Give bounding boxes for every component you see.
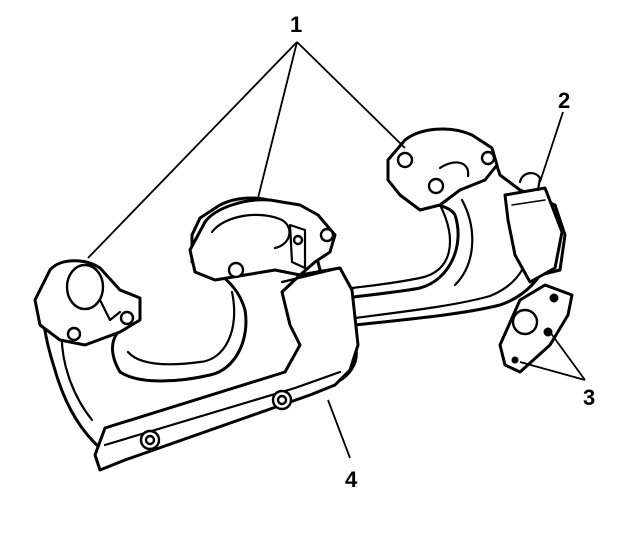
heat-shield-right: [503, 172, 564, 284]
log-inner-contour-right: [350, 203, 452, 290]
flange-bolt-hole-right-c: [427, 177, 445, 195]
outlet-flange: [498, 283, 574, 374]
shield-bolt-hole-b-inner: [276, 394, 288, 406]
heat-shield-front-fold: [103, 370, 342, 447]
leader-3-upper: [549, 331, 586, 381]
flange-bolt-hole-right-b: [480, 150, 496, 166]
heat-shield-front-top-edge: [280, 266, 342, 284]
callout-3: 3: [583, 385, 595, 410]
flange-bolt-hole-left-a: [66, 326, 82, 342]
center-lug: [288, 223, 307, 270]
stud-a: [543, 327, 553, 337]
leader-2: [539, 111, 564, 183]
leader-1-right: [296, 41, 406, 149]
flange-left-edge: [98, 298, 122, 322]
shield-bolt-hole-a-inner: [144, 434, 156, 446]
port-opening-left: [65, 263, 105, 311]
heat-shield-right-crease: [511, 199, 546, 206]
callout-1: 1: [290, 12, 302, 37]
port-flange-center: [188, 198, 337, 282]
outlet-opening: [511, 308, 539, 336]
stud-b: [549, 293, 559, 303]
heat-shield-right-plate: [503, 186, 564, 284]
heat-shield-front: [93, 266, 360, 472]
leader-4: [327, 399, 351, 459]
right-port-opening: [438, 161, 470, 178]
runner-right-inner: [453, 198, 474, 287]
callout-2: 2: [558, 88, 570, 113]
callout-4: 4: [345, 467, 358, 492]
leader-1-center: [257, 41, 298, 199]
flange-bolt-hole-center-b: [319, 227, 335, 243]
port-flange-right: [386, 127, 499, 212]
flange-bolt-hole-right-a: [396, 151, 414, 169]
center-port-opening: [210, 213, 291, 250]
stud-c: [511, 356, 519, 364]
port-flange-left: [33, 259, 142, 347]
log-lower-contour: [353, 268, 524, 320]
log-inner-contour-center: [126, 290, 236, 366]
center-lug-hole: [292, 234, 304, 246]
leader-1-left: [87, 41, 298, 259]
leader-3-lower: [519, 361, 586, 381]
heat-shield-front-plate: [93, 266, 360, 472]
flange-bolt-hole-left-b: [119, 310, 135, 326]
heat-shield-right-tab: [518, 172, 542, 192]
flange-bolt-hole-center-a: [227, 261, 245, 279]
flange-right-plate: [386, 127, 499, 212]
leader-lines: [87, 41, 586, 459]
